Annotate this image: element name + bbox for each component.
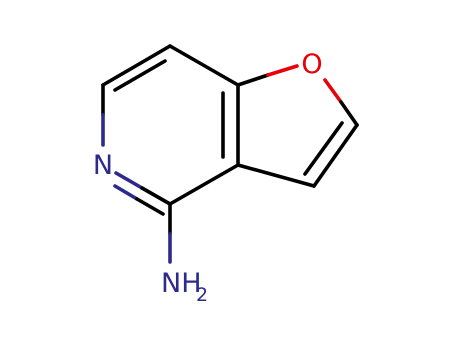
bond-c4-c3a <box>168 163 240 206</box>
bond-c7a-o1-carbon <box>236 73 270 87</box>
bond-c7a-c7 <box>168 44 240 87</box>
ring-nitrogen-label: N <box>93 150 113 181</box>
bond-n5-c4-inner-nitrogen <box>113 184 139 201</box>
bond-o1-c2-carbon <box>339 100 359 127</box>
bond-n5-c4-carbon <box>140 186 172 206</box>
amine-subscript: 2 <box>196 284 208 306</box>
bond-n5-c4-inner-carbon <box>135 197 165 216</box>
bond-c2-c3-inner <box>303 121 344 176</box>
bond-c7a-o1-oxygen <box>266 64 299 77</box>
atom-labels: O N NH 2 <box>93 49 323 306</box>
amine-group-label: NH <box>161 268 202 299</box>
bond-c7-c6-inner <box>113 59 167 92</box>
bond-c2-c3 <box>312 123 359 188</box>
bond-n5-c4-nitrogen <box>114 171 144 190</box>
oxygen-atom-label: O <box>301 49 322 80</box>
bond-c7-c6 <box>101 44 172 87</box>
bond-c3-c3a <box>236 163 316 188</box>
bonds <box>101 44 359 264</box>
bond-o1-c2-oxygen <box>323 78 343 104</box>
